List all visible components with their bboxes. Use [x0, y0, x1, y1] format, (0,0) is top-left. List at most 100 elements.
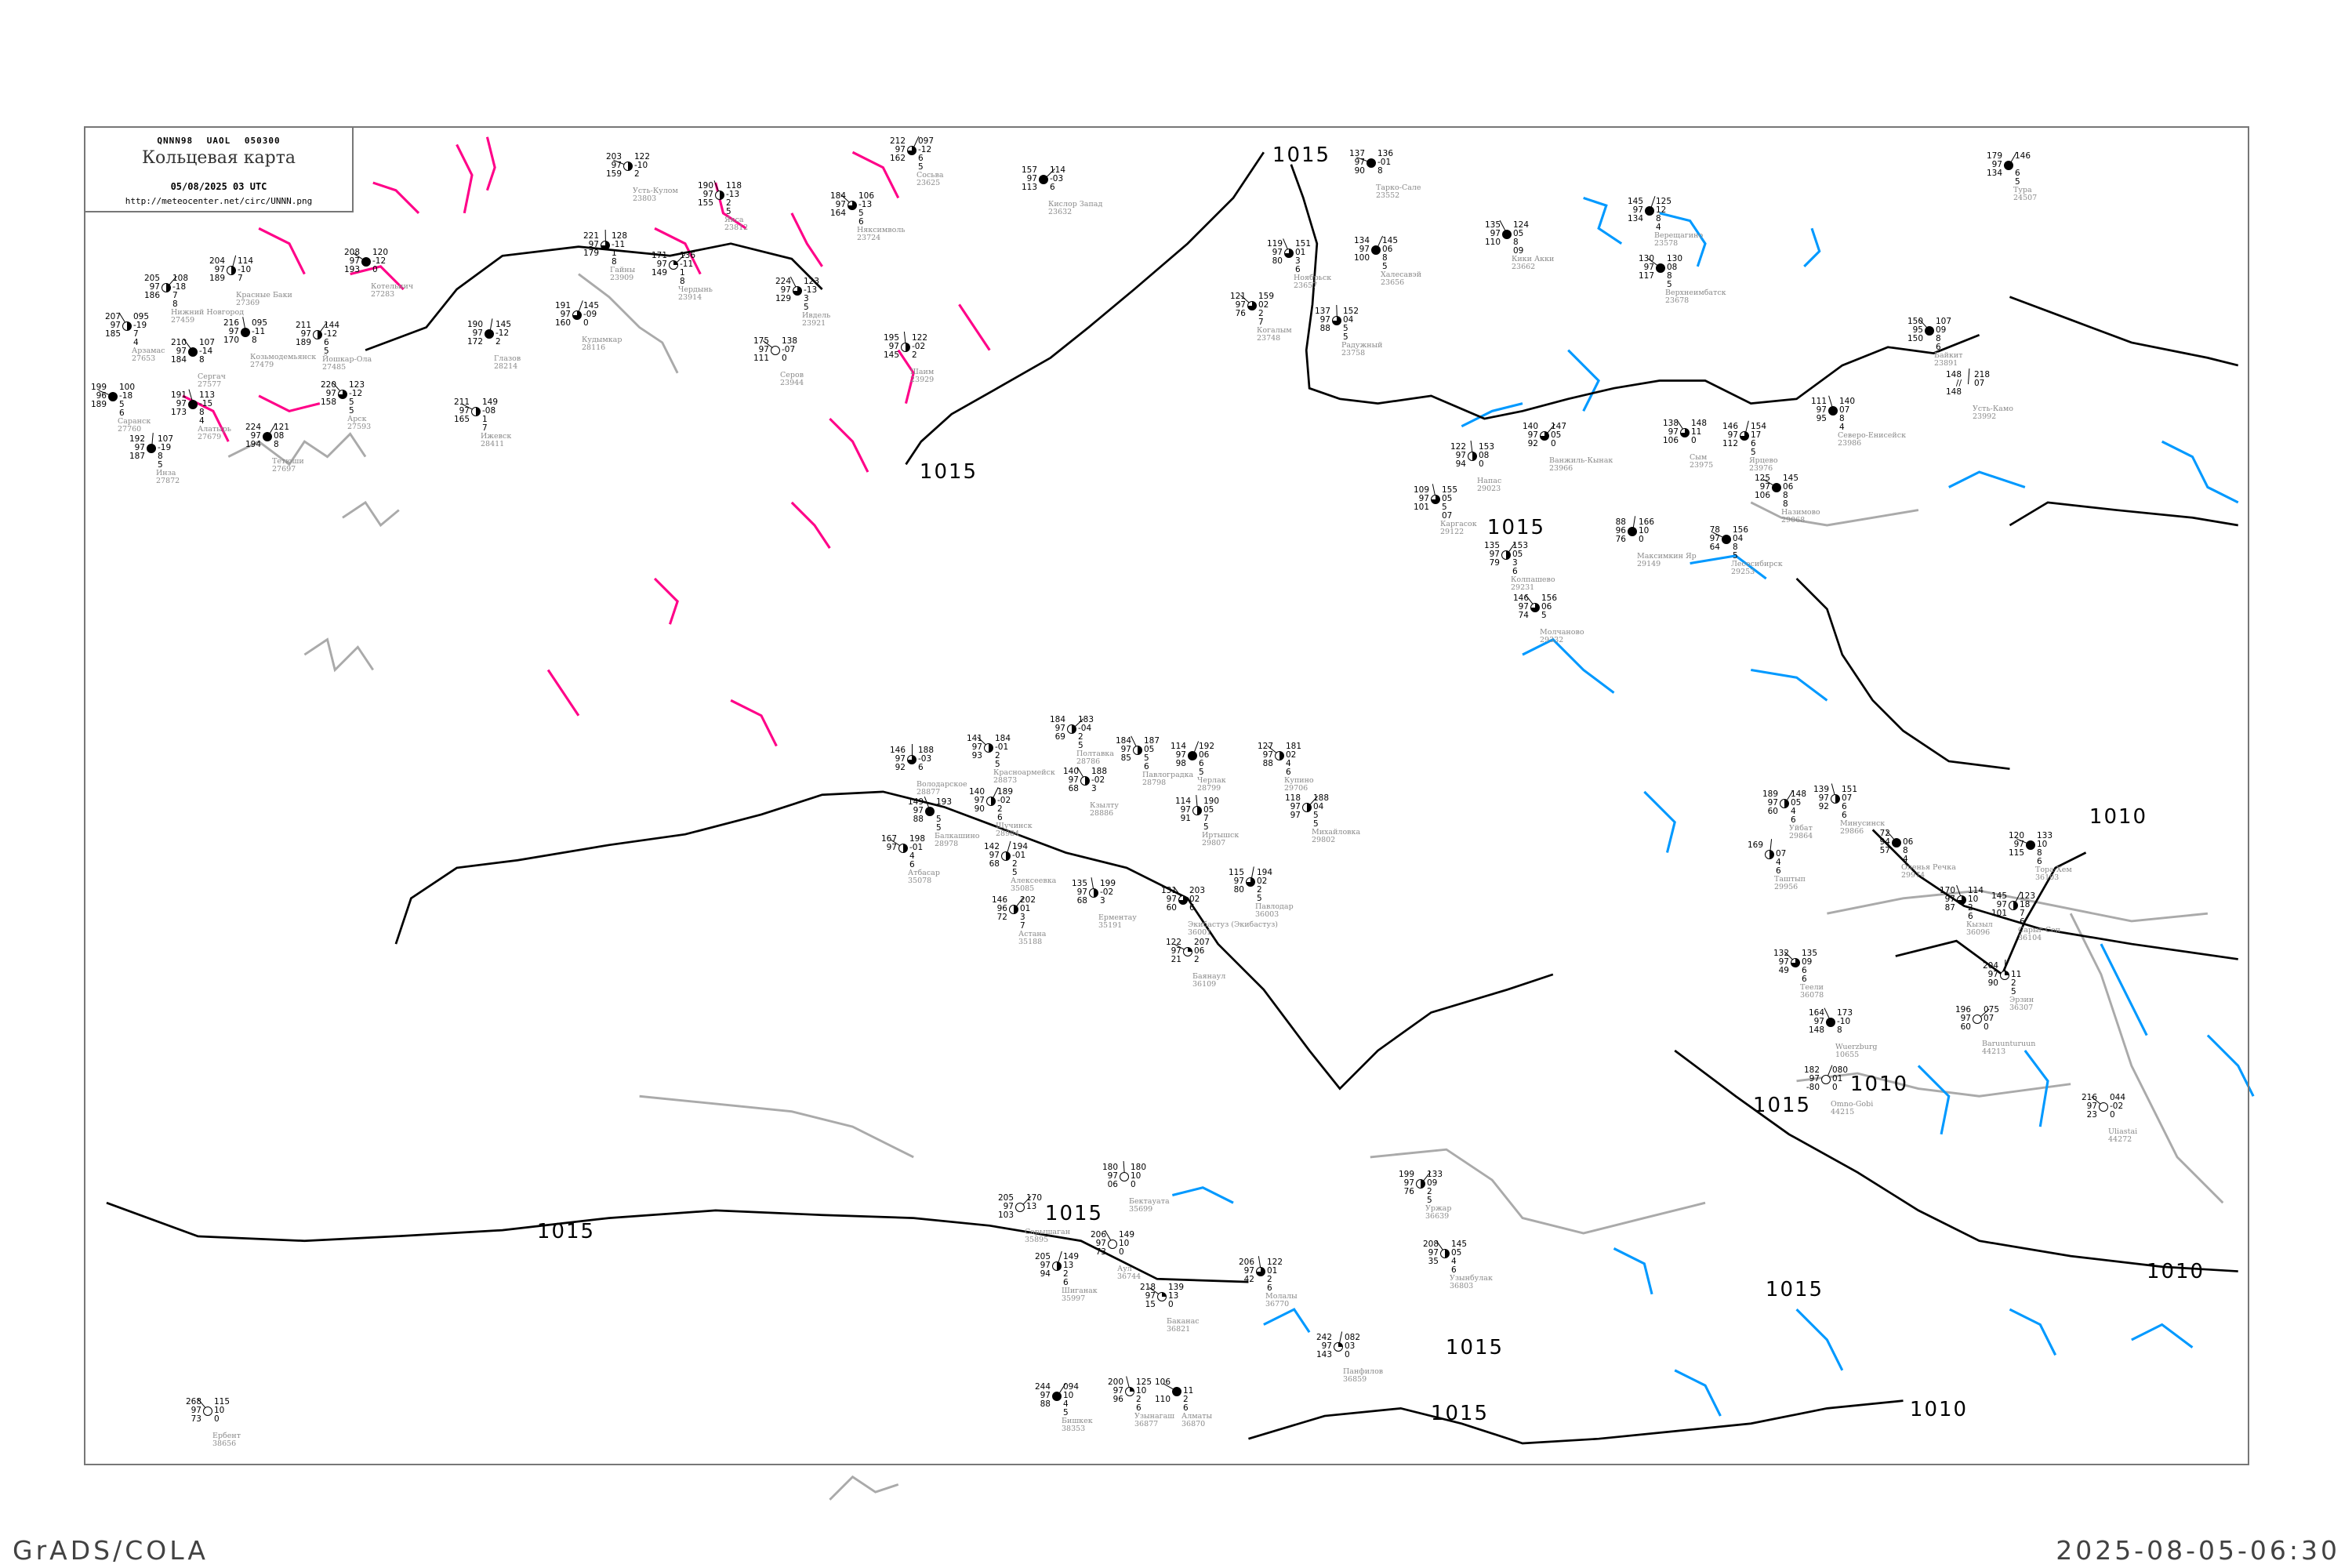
station-pressure: 188: [1313, 793, 1330, 803]
station-dewpoint-code: 97: [1987, 970, 1998, 979]
isobar-line: [1290, 164, 1980, 420]
station-dewpoint-code: 97: [1321, 1341, 1332, 1351]
station-dewpoint-code: 97: [1418, 494, 1429, 503]
station-name: Халесавэй: [1381, 270, 1422, 279]
station-dewpoint-code: 97: [1095, 1239, 1106, 1248]
station-temperature: 216: [2081, 1093, 2097, 1102]
station-tendency: -01: [995, 742, 1009, 752]
station-temperature: 192: [129, 434, 145, 444]
station-pressure-left: 57: [1879, 846, 1890, 855]
cloud-cover-icon: [1089, 888, 1098, 898]
station-dewpoint-code: 97: [134, 443, 145, 452]
station-name: Ванжиль-Кынак: [1549, 456, 1613, 465]
station-tendency: 10: [1119, 1239, 1130, 1248]
station-name: Шаим: [910, 368, 935, 376]
station-cloud-height: 5: [1257, 894, 1262, 903]
station-name: Omno-Gobi: [1831, 1100, 1874, 1109]
station-dewpoint-code: 97: [1767, 798, 1778, 808]
station-cloud-low: 0: [372, 265, 378, 274]
station-name: Сым: [1690, 453, 1708, 462]
station-temperature: 140: [1522, 422, 1538, 431]
station-pressure: 097: [918, 136, 935, 146]
station-temperature: 148: [1945, 370, 1962, 379]
station-pressure: 118: [726, 181, 742, 191]
station-tendency: -12: [495, 328, 510, 338]
station-id: 27369: [236, 299, 260, 307]
station-id: 23678: [1665, 296, 1690, 305]
station-name: Якса: [724, 216, 744, 224]
station-temperature: 204: [1982, 961, 1998, 971]
station-cloud-low: 2: [997, 804, 1003, 814]
station-dewpoint-code: 97: [214, 265, 225, 274]
cloud-cover-icon: [108, 392, 118, 401]
station-pressure-left: 73: [1095, 1247, 1106, 1257]
station-name: Северо-Енисейск: [1838, 431, 1907, 440]
station-id: 29122: [1440, 528, 1465, 536]
station-dewpoint-code: 97: [895, 754, 906, 764]
station-pressure: 146: [2015, 151, 2031, 161]
station-name: Володарское: [916, 780, 967, 789]
isobar-line: [106, 1201, 1249, 1283]
station-pressure-left: 80: [1233, 885, 1244, 895]
station-dewpoint-code: 94: [1879, 837, 1890, 847]
cloud-cover-icon: [338, 390, 347, 399]
cloud-cover-icon: [1172, 1387, 1181, 1396]
station-temperature: 224: [245, 423, 261, 432]
station-cloud-low: 6: [2015, 169, 2020, 178]
station-temperature: 137: [1314, 307, 1330, 316]
station-cloud-low: 3: [804, 294, 809, 303]
source-url[interactable]: http://meteocenter.net/circ/UNNN.png: [125, 196, 313, 206]
station-cloud-low: 3: [1512, 558, 1518, 568]
station-temperature: 170: [1939, 886, 1955, 895]
station-tendency: -12: [349, 389, 363, 398]
station-pressure: 198: [909, 834, 926, 844]
cloud-cover-icon: [263, 432, 272, 441]
station-pressure-left: 06: [1107, 1180, 1118, 1189]
station-cloud-low: 8: [199, 355, 205, 365]
station-temperature: 221: [583, 231, 599, 241]
station-name: Кызыл: [1966, 920, 1993, 929]
station-pressure-left: 159: [605, 169, 622, 179]
station-pressure: 044: [2110, 1093, 2126, 1102]
station-id: 23812: [724, 223, 749, 232]
station-pressure-left: 189: [209, 274, 225, 283]
station-cloud-low: 0: [1345, 1350, 1350, 1359]
station-cloud-height: 6: [1136, 1403, 1142, 1413]
cloud-cover-icon: [2026, 840, 2035, 850]
station-name: Сарышаган: [1025, 1228, 1071, 1236]
station-name: Сосьва: [916, 171, 944, 180]
station-dewpoint-code: 97: [974, 796, 985, 805]
station-temperature: 109: [1413, 485, 1429, 495]
station-name: Ербент: [212, 1432, 241, 1440]
station-pressure: 156: [1733, 525, 1749, 535]
station-cloud-height: 6: [1267, 1283, 1272, 1293]
station-temperature: 135: [1483, 541, 1500, 550]
station-tendency: -01: [1012, 851, 1026, 860]
station-cloud-low: 5: [1343, 324, 1348, 333]
station-id: 28798: [1142, 779, 1167, 787]
station-dewpoint-code: 97: [1668, 427, 1679, 437]
cloud-cover-icon: [1722, 535, 1731, 544]
station-name: Теели: [1800, 983, 1824, 992]
station-name: Баканас: [1167, 1317, 1200, 1326]
station-pressure-left: 85: [1120, 753, 1131, 763]
station-cloud-height: 5: [158, 460, 163, 470]
cloud-cover-icon: [1120, 1172, 1129, 1181]
station-id: 29864: [1789, 832, 1813, 840]
cloud-cover-icon: [601, 241, 610, 250]
station-tendency: 04: [1313, 802, 1324, 811]
station-tendency: -03: [1050, 174, 1064, 183]
station-tendency: -13: [726, 190, 740, 199]
cloud-cover-icon: [1540, 431, 1549, 441]
station-pressure-left: 172: [466, 337, 483, 347]
cloud-cover-icon: [572, 310, 582, 320]
station-pressure: 147: [1551, 422, 1567, 431]
station-tendency: 01: [1295, 248, 1306, 257]
station-pressure-left: 162: [889, 154, 906, 163]
station-temperature: 164: [1808, 1008, 1824, 1018]
station-pressure: 166: [1639, 517, 1655, 527]
station-cloud-height: 5: [1343, 332, 1348, 342]
station-tendency: -15: [199, 399, 213, 408]
station-cloud-low: 0: [1832, 1083, 1838, 1092]
